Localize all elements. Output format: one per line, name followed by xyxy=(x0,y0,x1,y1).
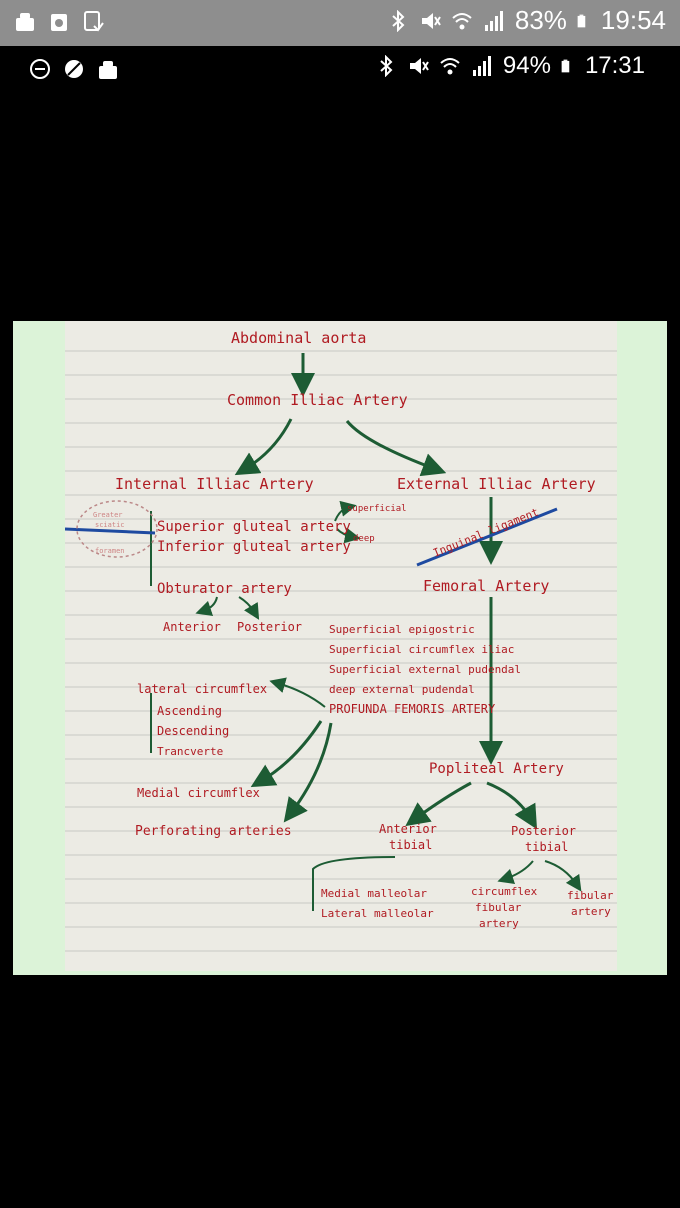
external-iliac-label: External Illiac Artery xyxy=(397,475,596,493)
posterior-label: Posterior xyxy=(237,620,302,634)
anterior-label: Anterior xyxy=(163,620,221,634)
superior-gluteal-label: Superior gluteal artery xyxy=(157,519,351,535)
ascending-label: Ascending xyxy=(157,704,222,718)
inner-status-right: 94% 17:31 xyxy=(375,52,645,80)
common-iliac-label: Common Illiac Artery xyxy=(227,391,408,409)
notebook-page: Abdominal aorta Common Illiac Artery Int… xyxy=(65,321,617,971)
bluetooth-icon xyxy=(392,9,405,32)
internal-iliac-label: Internal Illiac Artery xyxy=(115,475,314,493)
femoral-branch-3: Superficial external pudendal xyxy=(329,663,521,676)
clock: 19:54 xyxy=(600,5,666,35)
notebook-photo[interactable]: Abdominal aorta Common Illiac Artery Int… xyxy=(13,321,667,975)
signal-icon xyxy=(484,10,503,31)
inguinal-ligament-line xyxy=(416,507,558,567)
circumflex-fibular-line1: circumflex xyxy=(471,885,538,898)
arrow-lateral-circumflex xyxy=(269,677,326,708)
deep-label: deep xyxy=(353,534,375,544)
lateral-malleolar-label: Lateral malleolar xyxy=(321,907,434,920)
inferior-gluteal-label: Inferior gluteal artery xyxy=(157,539,351,555)
battery-percent: 83% xyxy=(514,5,567,35)
wifi-icon xyxy=(452,12,472,29)
artery-diagram: Abdominal aorta Common Illiac Artery Int… xyxy=(65,329,617,952)
sciatic-label-1: Greater xyxy=(93,511,123,519)
circumflex-fibular-line3: artery xyxy=(479,917,519,930)
arrow-posterior xyxy=(238,596,260,620)
arrow-posterior-tibial xyxy=(486,781,538,830)
android-debug-icon xyxy=(99,61,117,79)
anterior-tibial-line1: Anterior xyxy=(379,822,437,836)
femoral-branch-1: Superficial epigostric xyxy=(329,623,475,636)
signal-icon xyxy=(472,56,491,76)
inguinal-ligament-label: Inguinal ligament xyxy=(431,506,540,560)
inner-status-left-icons xyxy=(29,58,119,80)
recycle-icon xyxy=(51,14,67,31)
fibular-line2: artery xyxy=(571,905,611,918)
sciatic-label-3: foramen xyxy=(95,547,125,555)
battery-icon xyxy=(561,59,570,73)
arrow-deep xyxy=(336,527,361,544)
descending-label: Descending xyxy=(157,724,229,738)
perforating-label: Perforating arteries xyxy=(135,824,292,839)
sciatic-label-2: sciatic xyxy=(95,521,125,529)
arrow-fibular xyxy=(544,860,582,892)
mute-icon xyxy=(409,58,429,74)
diagram-arrows xyxy=(150,353,582,911)
inner-status-bar: 94% 17:31 xyxy=(13,46,667,92)
arrow-medial-circumflex xyxy=(250,720,323,788)
ruled-lines xyxy=(65,350,617,952)
femoral-branch-2: Superficial circumflex iliac xyxy=(329,643,514,656)
download-icon xyxy=(84,11,104,32)
minus-circle-icon xyxy=(30,59,50,79)
popliteal-label: Popliteal Artery xyxy=(429,761,564,777)
arrow-to-internal xyxy=(234,418,293,476)
posterior-tibial-line2: tibial xyxy=(525,840,568,854)
anterior-tibial-line2: tibial xyxy=(389,838,432,852)
medial-circumflex-label: Medial circumflex xyxy=(137,786,260,800)
android-debug-icon xyxy=(16,13,34,31)
profunda-femoris-label: PROFUNDA FEMORIS ARTERY xyxy=(329,702,496,716)
arrow-superficial xyxy=(334,500,357,522)
circumflex-fibular-line2: fibular xyxy=(475,901,522,914)
malleolar-branch-bar xyxy=(312,856,396,911)
battery-percent: 94% xyxy=(502,52,551,79)
arrow-anterior xyxy=(195,596,218,617)
arrow-anterior-tibial xyxy=(405,781,472,827)
bluetooth-icon xyxy=(380,55,393,77)
transverse-label: Tranсverte xyxy=(157,745,223,758)
arrow-perforating xyxy=(283,722,333,823)
posterior-tibial-line1: Posterior xyxy=(511,824,576,838)
outer-status-right: 83% 19:54 xyxy=(387,5,666,36)
femoral-label: Femoral Artery xyxy=(423,577,549,595)
clock: 17:31 xyxy=(584,52,645,79)
medial-malleolar-label: Medial malleolar xyxy=(321,887,427,900)
title-abdominal-aorta: Abdominal aorta xyxy=(231,329,366,347)
obturator-label: Obturator artery xyxy=(157,581,292,597)
arrow-circumflex-fibular xyxy=(497,860,534,885)
no-sync-icon xyxy=(65,60,83,78)
mute-icon xyxy=(421,12,441,29)
sciatic-foramen-circle xyxy=(76,500,158,558)
ligament-line xyxy=(65,527,156,535)
battery-icon xyxy=(577,14,586,27)
lateral-circumflex-label: lateral circumflex xyxy=(137,682,267,696)
arrow-to-external xyxy=(345,420,447,477)
femoral-branch-4: deep external pudendal xyxy=(329,683,475,696)
outer-status-bar: 83% 19:54 xyxy=(0,0,680,46)
outer-status-left-icons xyxy=(14,10,104,32)
fibular-line1: fibular xyxy=(567,889,614,902)
wifi-icon xyxy=(440,58,460,75)
superficial-label: superficial xyxy=(347,504,407,514)
